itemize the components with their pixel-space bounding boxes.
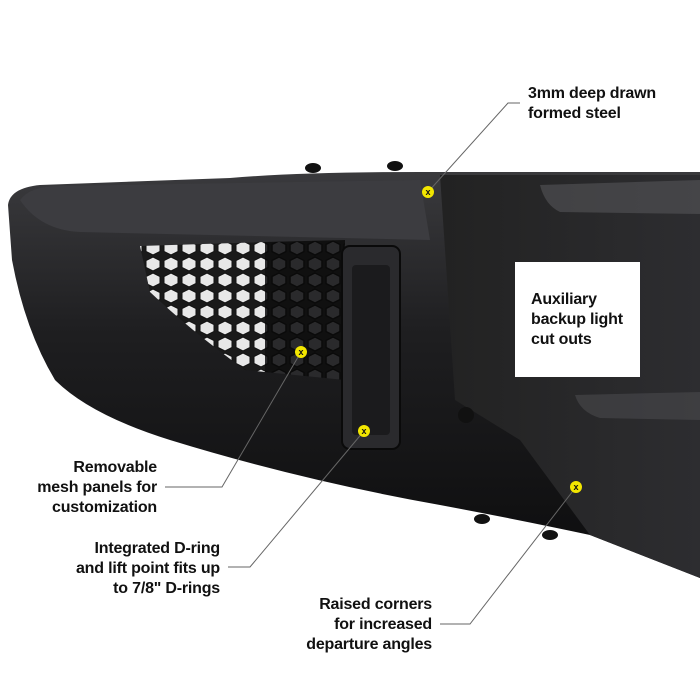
callout-line: Removable xyxy=(73,459,157,476)
callout-line: formed steel xyxy=(528,105,621,122)
svg-text:x: x xyxy=(425,187,430,197)
mesh-panel xyxy=(140,242,265,372)
callout-line: customization xyxy=(52,499,157,516)
callout-line: backup light xyxy=(531,310,623,328)
svg-text:x: x xyxy=(573,482,578,492)
x-marker-icon: x x x x xyxy=(295,186,582,493)
svg-text:x: x xyxy=(361,426,366,436)
callout-corners: Raised corners for increased departure a… xyxy=(306,595,432,655)
callout-line: 3mm deep drawn xyxy=(528,85,656,102)
leader-lines xyxy=(165,102,577,625)
callout-dring: Integrated D-ring and lift point fits up… xyxy=(76,539,220,599)
callout-line: Integrated D-ring xyxy=(94,540,221,557)
callout-line: and lift point fits up xyxy=(75,560,220,577)
callout-line: Auxiliary xyxy=(531,290,597,308)
callout-line: Raised corners xyxy=(319,596,432,613)
callout-line: to 7/8" D-rings xyxy=(113,580,220,597)
callout-line: for increased xyxy=(334,616,432,633)
callout-line: cut outs xyxy=(531,330,592,348)
callout-line: departure angles xyxy=(306,636,432,653)
callout-line: mesh panels for xyxy=(37,479,157,496)
bumper-top-rail xyxy=(20,180,430,240)
aux-light-cutout: Auxiliary backup light cut outs xyxy=(515,262,640,377)
callout-mesh: Removable mesh panels for customization xyxy=(37,458,157,518)
bolts xyxy=(305,161,558,540)
callout-aux-light: Auxiliary backup light cut outs xyxy=(515,290,623,350)
svg-text:x: x xyxy=(298,347,303,357)
callout-steel: 3mm deep drawn formed steel xyxy=(528,84,656,124)
